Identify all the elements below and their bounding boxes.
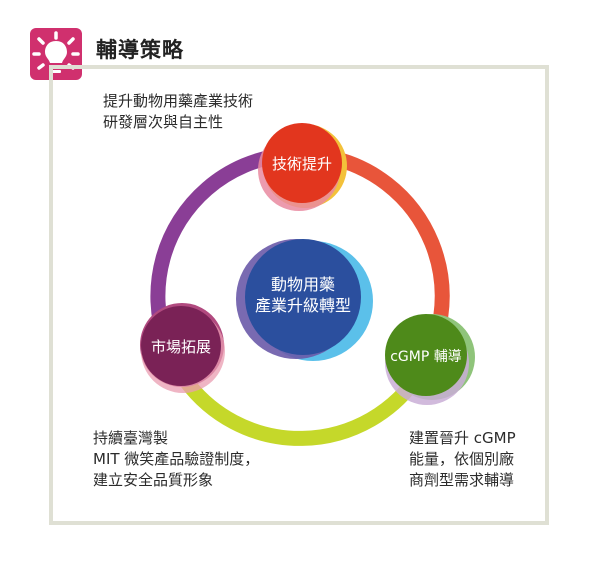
description-line: MIT 微笑產品驗證制度， — [93, 450, 260, 468]
node-tech-label: 技術提升 — [272, 155, 332, 173]
description-line: 提升動物用藥產業技術 — [103, 92, 254, 110]
node-gmp-label: cGMP 輔導 — [390, 349, 462, 365]
node-market-label: 市場拓展 — [151, 338, 211, 356]
description-line: 能量，依個別廠 — [409, 450, 515, 468]
node-market: 市場拓展 — [140, 303, 225, 393]
description-line: 建置晉升 cGMP — [409, 429, 516, 447]
description-line: 建立安全品質形象 — [93, 471, 214, 489]
description-market: 持續臺灣製 MIT 微笑產品驗證制度， 建立安全品質形象 — [93, 428, 259, 491]
node-tech: 技術提升 — [258, 123, 347, 211]
center-label-line1: 動物用藥 — [271, 275, 335, 294]
description-tech: 提升動物用藥產業技術 研發層次與自主性 — [103, 91, 253, 133]
center-circle: 動物用藥 產業升級轉型 — [236, 239, 373, 361]
node-gmp: cGMP 輔導 — [385, 314, 475, 405]
ring-arc-gmp-to-market — [179, 372, 424, 446]
page-title: 輔導策略 — [96, 38, 184, 62]
description-line: 商劑型需求輔導 — [409, 471, 515, 489]
description-gmp: 建置晉升 cGMP 能量，依個別廠 商劑型需求輔導 — [409, 428, 516, 491]
center-label-line2: 產業升級轉型 — [255, 296, 351, 315]
description-line: 持續臺灣製 — [93, 429, 169, 447]
content-frame — [49, 65, 549, 525]
description-line: 研發層次與自主性 — [103, 113, 224, 131]
